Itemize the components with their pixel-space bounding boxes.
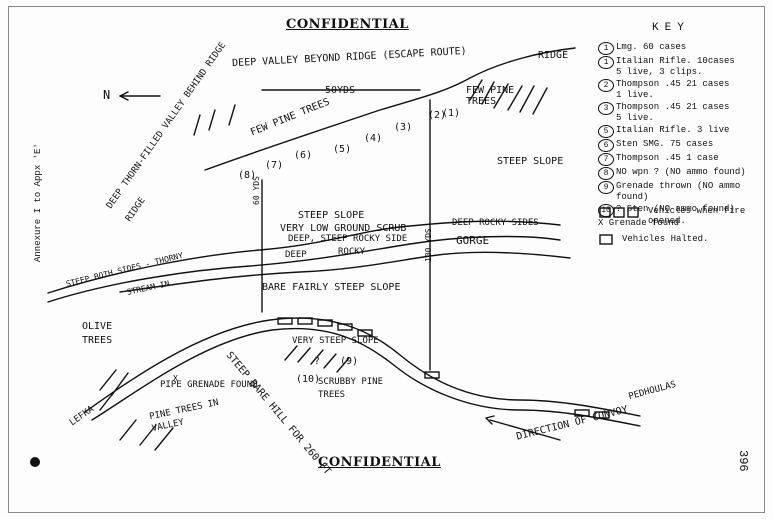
rocky-label: ROCKY: [338, 247, 366, 257]
gorge-edge-mid: [47, 235, 561, 303]
gully-marker-9: (9): [340, 356, 359, 367]
bare-slope-label: BARE FAIRLY STEEP SLOPE: [262, 282, 401, 293]
key-grenade: X Grenade found: [598, 218, 680, 228]
key-vehicle-fire-symbol-3: [627, 207, 639, 218]
deep-rocky-sides-label: DEEP ROCKY SIDES: [452, 218, 539, 228]
key-vehicle-fire-symbol-2: [613, 207, 625, 218]
key-vehicles-halted: Vehicles Halted.: [622, 234, 709, 244]
vehicle-6: [424, 371, 440, 379]
vehicle-2: [297, 317, 313, 325]
page-border: [8, 6, 765, 513]
steep-slope-right-label: STEEP SLOPE: [497, 156, 564, 167]
pipe-grenade-label: PIPE GRENADE FOUND: [160, 380, 258, 390]
punch-hole: [30, 457, 40, 467]
low-ground-scrub-label: VERY LOW GROUND SCRUB: [280, 223, 407, 234]
ridge-marker-6: (6): [294, 150, 313, 161]
hatch-top-right: [469, 79, 548, 115]
hatch-thorn: [193, 104, 236, 136]
gully-marker-10: (10): [296, 374, 321, 385]
gorge-edge-top: [47, 220, 561, 294]
x-mark: X: [173, 374, 178, 383]
ridge-marker-1: (1): [442, 108, 461, 119]
sixty-yds-label: 60 YDS: [252, 176, 261, 205]
ridge-line: [204, 47, 576, 171]
classification-bottom: CONFIDENTIAL: [318, 455, 441, 470]
key-vehicles-fire: Vehicles when fire opened.: [648, 206, 746, 226]
vehicle-4: [337, 323, 353, 331]
key-title: KEY: [652, 22, 690, 34]
vehicle-1: [277, 317, 293, 325]
very-steep-slope-label: VERY STEEP SLOPE: [292, 336, 379, 346]
vehicle-8: [594, 411, 610, 419]
north-letter: N: [103, 88, 111, 102]
steep-slope-center-label: STEEP SLOPE: [298, 210, 365, 221]
deep-label: DEEP: [285, 250, 307, 260]
vehicle-7: [574, 409, 590, 417]
vehicle-3: [317, 319, 333, 327]
road-edge-bottom: [91, 327, 641, 427]
hatch-bottom-center: [284, 345, 350, 373]
question-mark: ?: [314, 356, 321, 367]
olive-trees-label: OLIVE TREES: [82, 321, 113, 346]
ridge-marker-8: (8): [238, 170, 257, 181]
road-edge-top: [84, 317, 641, 417]
ridge-marker-3: (3): [394, 122, 413, 133]
convoy-arrow-shaft: [489, 419, 561, 441]
ridge-marker-2: (2): [428, 110, 447, 121]
few-pine-trees-top-label: FEW PINE TREES: [466, 85, 515, 107]
ridge-marker-4: (4): [364, 133, 383, 144]
hatch-bottom-left: [99, 369, 174, 451]
hundred-yds-label: 100 YDS: [424, 228, 433, 262]
key-item: 10? Sten (NO ammo found): [598, 204, 763, 217]
fifty-yds-label: 50YDS: [325, 85, 356, 96]
steep-rocky-side-label: DEEP, STEEP ROCKY SIDE: [288, 234, 408, 244]
gorge-label: GORGE: [456, 234, 490, 247]
classification-top: CONFIDENTIAL: [286, 17, 409, 32]
gorge-edge-bottom: [119, 251, 571, 293]
key-vehicle-halted-symbol: [599, 234, 613, 245]
ridge-top-label: RIDGE: [538, 50, 569, 61]
ridge-marker-7: (7): [265, 160, 284, 171]
vehicle-5: [357, 329, 373, 337]
convoy-arrow-head: [485, 415, 495, 425]
ridge-marker-5: (5): [333, 144, 352, 155]
scrubby-pine-trees-label: SCRUBBY PINE TREES: [318, 377, 384, 400]
north-arrow-head: [119, 91, 129, 101]
